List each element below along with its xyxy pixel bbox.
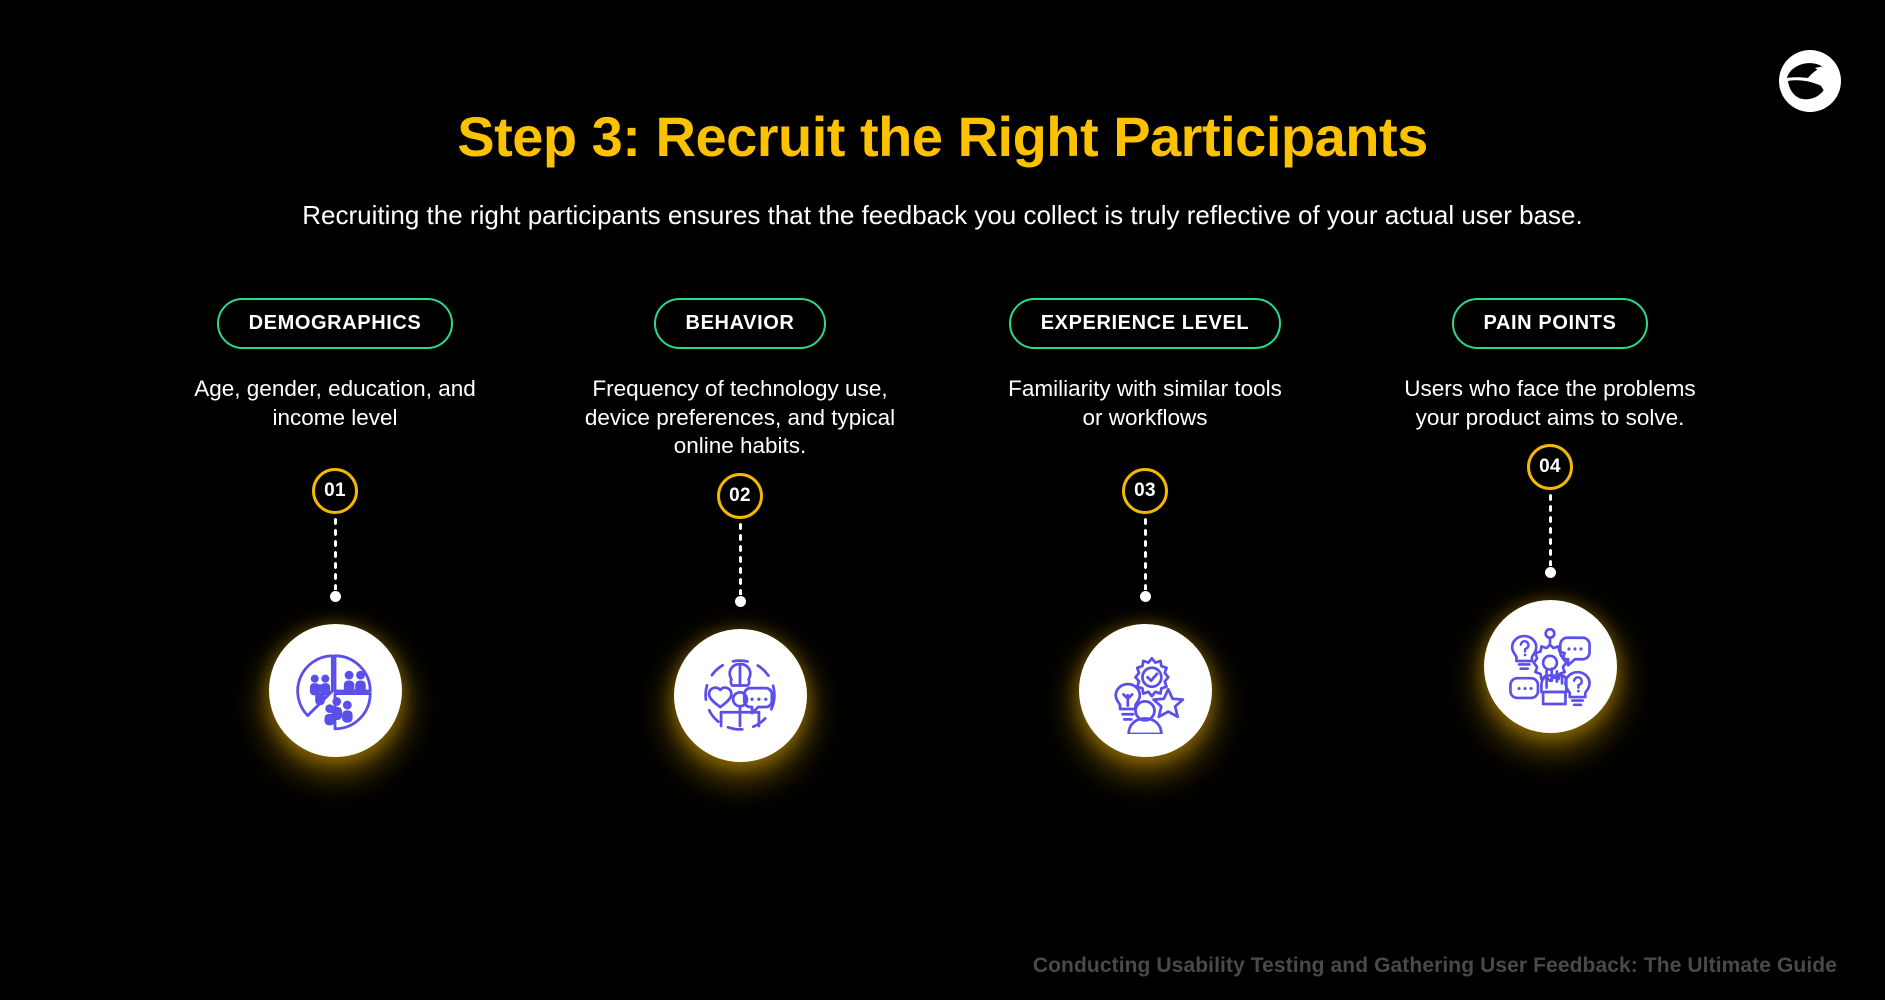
page-title: Step 3: Recruit the Right Participants [457,105,1428,168]
icon-bubble-experience-level[interactable] [1078,624,1212,758]
column-demographics: DEMOGRAPHICS Age, gender, education, and… [133,298,538,758]
page-subtitle: Recruiting the right participants ensure… [302,200,1583,230]
step-number-02: 02 [717,472,763,519]
dotted-line-4 [1547,492,1553,567]
columns-container: DEMOGRAPHICS Age, gender, education, and… [0,298,1885,762]
pill-demographics[interactable]: DEMOGRAPHICS [216,298,454,349]
pill-behavior[interactable]: BEHAVIOR [653,298,827,349]
end-dot-1 [329,591,341,603]
dotted-line-3 [1142,516,1148,591]
experience-gear-bulb-star-icon [1102,648,1188,734]
end-dot-3 [1139,591,1151,603]
dotted-line-1 [332,516,338,591]
connector-2: 02 [673,472,807,762]
bird-logo-icon [1777,48,1843,114]
connector-3: 03 [1078,468,1212,758]
connector-1: 01 [268,468,402,758]
step-number-03: 03 [1122,468,1168,515]
icon-bubble-demographics[interactable] [268,624,402,758]
demographics-pie-people-icon [291,647,379,735]
dotted-line-2 [737,520,743,595]
connector-4: 04 [1483,444,1617,734]
end-dot-4 [1544,567,1556,579]
behavior-brain-heart-chat-icon [697,652,783,738]
pill-experience-level[interactable]: EXPERIENCE LEVEL [1008,298,1282,349]
end-dot-2 [734,595,746,607]
column-behavior: BEHAVIOR Frequency of technology use, de… [538,298,943,762]
pill-pain-points[interactable]: PAIN POINTS [1451,298,1649,349]
description-demographics: Age, gender, education, and income level [194,376,476,430]
step-number-01: 01 [312,468,358,515]
column-pain-points: PAIN POINTS Users who face the problems … [1348,298,1753,734]
footer-caption: Conducting Usability Testing and Gatheri… [1032,954,1837,977]
step-number-04: 04 [1527,444,1573,491]
description-pain-points: Users who face the problems your product… [1404,376,1696,430]
column-experience-level: EXPERIENCE LEVEL Familiarity with simila… [943,298,1348,758]
pain-points-hand-question-icon [1507,624,1593,710]
icon-bubble-behavior[interactable] [673,628,807,762]
description-behavior: Frequency of technology use, device pref… [584,376,896,459]
icon-bubble-pain-points[interactable] [1483,600,1617,734]
description-experience-level: Familiarity with similar tools or workfl… [1008,376,1282,430]
